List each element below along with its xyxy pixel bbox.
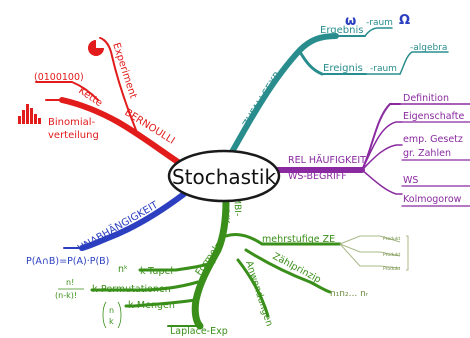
- label-zufallsexp: ZUFALLSEXP: [241, 71, 283, 130]
- pie-chart-icon: [88, 38, 106, 56]
- label-binomial-2: verteilung: [48, 130, 99, 141]
- label-eigenschaften: Eigenschafte: [403, 111, 464, 122]
- label-binom-n: n: [109, 306, 114, 315]
- label-mehrstufige-ze: mehrstufige ZE: [262, 234, 335, 245]
- label-omega-big: Ω: [399, 13, 410, 28]
- label-ws-begriff: WS-BEGRIFF: [288, 171, 347, 182]
- label-n-pow-k: nᵏ: [118, 264, 128, 275]
- label-k-tupel: k-Tupel: [140, 266, 173, 277]
- branch-kombinatorik: [90, 196, 342, 330]
- label-k-mengen: k-Mengen: [128, 300, 175, 311]
- label-independence-formula: P(A∩B)=P(A)·P(B): [26, 256, 109, 267]
- tree-label-2: Produkt: [383, 252, 400, 258]
- label-experiment: Experiment: [110, 42, 138, 100]
- label-product-formula: n₁n₂... nᵣ: [330, 289, 369, 299]
- branch-haeufigkeit: [265, 103, 470, 207]
- label-unabhaengigkeit: UNABHÄNGIGKEIT: [75, 198, 161, 255]
- tree-label-1: Produkt: [383, 236, 400, 242]
- tree-diagram: [339, 235, 409, 271]
- center-title: Stochastik: [172, 165, 277, 189]
- label-k-permutationen: k-Permutationen: [92, 284, 171, 295]
- label-binary-sequence: (0100100): [34, 72, 84, 83]
- label-raum-1: -raum: [366, 18, 393, 28]
- tree-label-3: Produkt: [383, 266, 400, 272]
- label-ws: WS: [403, 175, 418, 186]
- label-definition: Definition: [403, 93, 449, 104]
- branch-zufallsexp: [229, 27, 449, 155]
- histogram-icon: [18, 104, 41, 124]
- label-algebra: -algebra: [410, 43, 447, 53]
- label-anwendungen: Anwendungen: [243, 260, 275, 328]
- label-raum-2: -raum: [370, 64, 397, 74]
- label-binomial-1: Binomial-: [48, 117, 96, 128]
- label-binom-k: k: [109, 317, 114, 326]
- label-rel-haeufigkeit: REL HÄUFIGKEIT: [288, 155, 366, 166]
- label-kolmogorow: Kolmogorow: [403, 194, 462, 205]
- label-perm-denominator: (n-k)!: [55, 291, 77, 300]
- label-omega-small: ω: [345, 14, 356, 29]
- label-natorik: NATORIK: [219, 184, 230, 225]
- label-emp-gesetz: emp. Gesetz: [403, 134, 463, 145]
- branch-unabhaengigkeit: [63, 191, 187, 251]
- label-perm-numerator: n!: [66, 278, 74, 287]
- center-node: [167, 149, 281, 203]
- branch-bernoulli: [35, 37, 181, 165]
- label-gr-zahlen: gr. Zahlen: [403, 148, 451, 159]
- label-laplace-exp: Laplace-Exp: [170, 326, 228, 337]
- binomial-coefficient: [102, 301, 122, 329]
- label-ereignis: Ereignis: [323, 63, 363, 74]
- label-ergebnis: Ergebnis: [320, 25, 363, 36]
